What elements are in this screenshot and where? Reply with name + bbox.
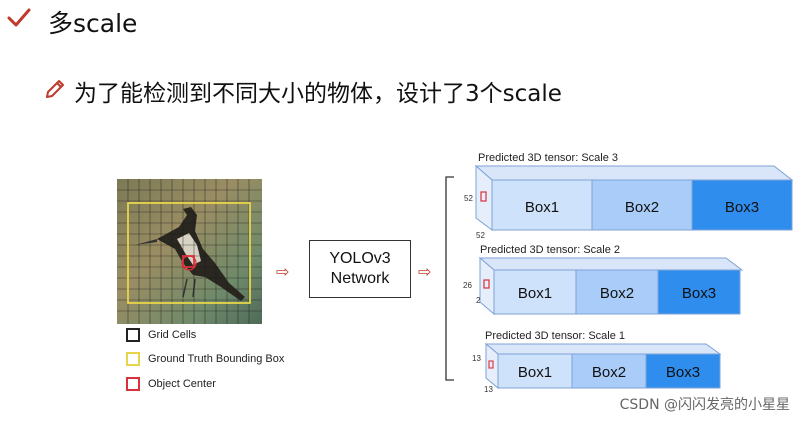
scale2-title: Predicted 3D tensor: Scale 2 [480, 244, 621, 256]
scale1-title: Predicted 3D tensor: Scale 1 [485, 330, 626, 342]
scale1-dim-bottom: 13 [484, 385, 493, 394]
scale2-tensor [478, 256, 744, 316]
scale2-box1: Box1 [517, 285, 553, 302]
scale2-dim-left: 26 [463, 281, 472, 290]
arrow-right-icon: ⇨ [418, 262, 432, 281]
pencil-icon [46, 80, 64, 98]
page-title: 多scale [48, 9, 138, 38]
scale3-box1: Box1 [524, 199, 560, 216]
grid-legend-swatch [126, 328, 140, 342]
scale2-dim-bottom: 2 [476, 296, 481, 305]
scale2-box2: Box2 [599, 285, 635, 302]
check-icon [7, 8, 31, 27]
scale3-dim-bottom: 52 [476, 231, 485, 240]
watermark: CSDN @闪闪发亮的小星星 [619, 397, 790, 413]
yolov3-network-box: YOLOv3 Network [309, 240, 411, 298]
network-line1: YOLOv3 [329, 250, 391, 267]
scale3-box2: Box2 [624, 199, 660, 216]
scale1-tensor [484, 342, 722, 390]
bullet-text: 为了能检测到不同大小的物体，设计了3个scale [74, 81, 562, 107]
scale1-box2: Box2 [591, 364, 627, 381]
legend-center: Object Center [126, 377, 216, 391]
scale1-box3: Box3 [665, 364, 701, 381]
scale3-tensor [474, 164, 794, 231]
scale1-box1: Box1 [517, 364, 553, 381]
bird-image [117, 179, 262, 324]
center-legend-swatch [126, 377, 140, 391]
scale3-dim-left: 52 [464, 194, 473, 203]
grid-cells [117, 179, 262, 324]
arrow-right-icon: ⇨ [276, 262, 290, 281]
network-line2: Network [330, 270, 390, 287]
ground-truth-box [127, 202, 251, 304]
scale-bracket [445, 176, 454, 381]
legend-grid: Grid Cells [126, 328, 196, 342]
scale3-box3: Box3 [724, 199, 760, 216]
scale1-dim-left: 13 [472, 354, 481, 363]
scale3-title: Predicted 3D tensor: Scale 3 [478, 152, 619, 164]
legend-gt: Ground Truth Bounding Box [126, 352, 284, 366]
gt-legend-swatch [126, 352, 140, 366]
scale2-box3: Box3 [681, 285, 717, 302]
